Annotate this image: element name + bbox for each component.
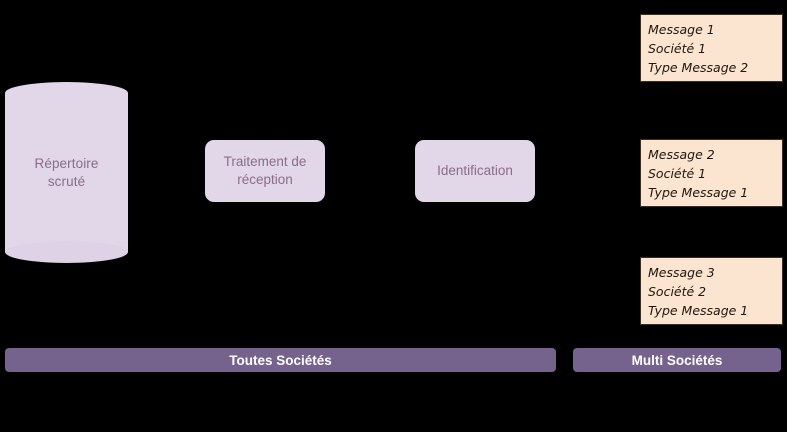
- datastore-repertoire-scrute[interactable]: Répertoire scruté: [5, 82, 128, 263]
- process-traitement-reception[interactable]: Traitement de réception: [205, 140, 325, 202]
- process-identification[interactable]: Identification: [415, 140, 535, 202]
- message-note[interactable]: Message 1 Société 1 Type Message 2: [640, 14, 783, 82]
- message-type: Type Message 1: [648, 303, 749, 318]
- scope-bar-label: Multi Sociétés: [631, 352, 723, 368]
- message-societe: Société 1: [648, 41, 707, 56]
- scope-bar-label: Toutes Sociétés: [229, 352, 332, 368]
- cylinder-bottom-ellipse: [5, 241, 128, 263]
- scope-bar-toutes-societes[interactable]: Toutes Sociétés: [5, 348, 556, 372]
- process-label-line2: réception: [237, 172, 293, 187]
- message-name: Message 3: [648, 265, 715, 280]
- scope-bar-multi-societes[interactable]: Multi Sociétés: [573, 348, 781, 372]
- message-type: Type Message 2: [648, 60, 749, 75]
- message-name: Message 2: [648, 147, 715, 162]
- process-label: Identification: [437, 162, 513, 180]
- datastore-label-line1: Répertoire: [34, 155, 99, 171]
- process-label-line1: Identification: [437, 163, 513, 178]
- message-societe: Société 2: [648, 284, 707, 299]
- process-label: Traitement de réception: [224, 153, 307, 189]
- message-societe: Société 1: [648, 166, 707, 181]
- message-note[interactable]: Message 2 Société 1 Type Message 1: [640, 139, 783, 207]
- message-type: Type Message 1: [648, 185, 749, 200]
- cylinder-top-ellipse: [5, 82, 128, 104]
- message-name: Message 1: [648, 22, 715, 37]
- datastore-label-line2: scruté: [47, 173, 86, 189]
- datastore-label: Répertoire scruté: [5, 82, 128, 263]
- process-label-line1: Traitement de: [223, 154, 307, 169]
- message-note[interactable]: Message 3 Société 2 Type Message 1: [640, 257, 783, 325]
- cylinder-body: [5, 93, 128, 252]
